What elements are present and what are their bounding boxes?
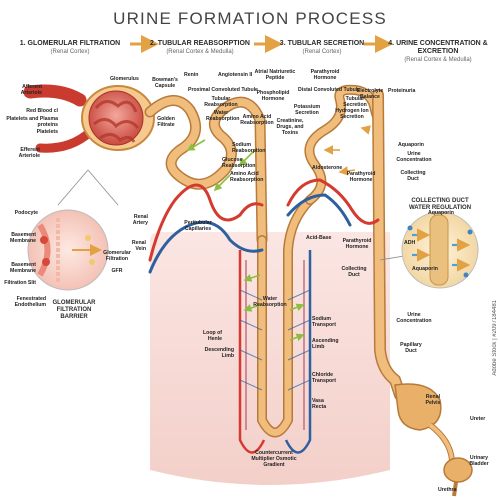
afferent-arteriole [23, 84, 87, 107]
label-adh: ADH [404, 240, 416, 246]
label-platelets: Platelets [36, 129, 58, 135]
label-urine-concentration-top: Urine Concentration [396, 151, 432, 163]
peritubular-capillaries [148, 178, 380, 274]
label-chloride-transport: Chloride Transport [312, 372, 336, 384]
label-glomerulus: Glomerulus [110, 76, 139, 82]
label-glucose-reabsorption: Glucose Reabsorption [222, 157, 256, 169]
label-hydrogen-ion-secretion: Hydrogen Ion Secretion [335, 108, 369, 120]
label-urine-concentration-lower: Urine Concentration [396, 312, 432, 324]
label-bowmans-capsule: Bowman's Capsule [152, 77, 178, 89]
step-1: 1. GLOMERULAR FILTRATION (Renal Cortex) [10, 40, 130, 56]
label-potassium-secretion: Potassium Secretion [293, 104, 321, 116]
label-urinary-bladder: Urinary Bladder [469, 455, 489, 467]
step-4-title: 4. URINE CONCENTRATION & EXCRETION [388, 40, 488, 55]
label-amino-acid-reabsorption-top: Amino Acid Reabsorption [240, 114, 274, 126]
label-sodium-reabsorption: Sodium Reabsorption [232, 142, 266, 154]
label-renal-artery: Renal Artery [132, 214, 148, 226]
renal-medulla [150, 232, 390, 485]
label-peritubular-capillaries: Peritubular Capillaries [184, 220, 212, 232]
label-pth-low: Parathyroid Hormone [342, 238, 372, 250]
label-aquaporin: Aquaporin [398, 142, 424, 148]
label-renal-vein: Renal Vein [131, 240, 146, 252]
label-aquaporin-zoom-top: Aquaporin [428, 210, 454, 216]
label-efferent-arteriole: Efferent Arteriole [18, 147, 40, 159]
label-ascending-limb: Ascending Limb [312, 338, 339, 350]
label-basement-membrane-1: Basement Membrane [10, 232, 36, 244]
label-tubular-reabsorption: Tubular Reabsorption [204, 96, 238, 108]
label-pth-top: Parathyroid Hormone [310, 69, 340, 81]
label-proteinuria: Proteinuria [388, 88, 416, 94]
secretion-arrows [323, 125, 371, 176]
label-loop-of-henle: Loop of Henle [202, 330, 222, 342]
urinary-bladder [443, 457, 473, 483]
label-amino-acid-reabsorption: Amino Acid Reabsorption [230, 171, 264, 183]
label-distal-convoluted-tubule: Distal Convoluted Tubule [298, 87, 361, 93]
label-collecting-duct-lower: Collecting Duct [341, 266, 367, 278]
vasa-recta-crosslinks [239, 289, 311, 391]
label-anp: Atrial Natriuretic Peptide [254, 69, 296, 81]
label-ureter: Ureter [470, 416, 486, 422]
reabsorption-arrows [186, 139, 305, 342]
step-3-subtitle: (Renal Cortex) [302, 49, 342, 55]
label-electrolyte-balance: Electrolyte Balance [356, 88, 384, 100]
page-title: URINE FORMATION PROCESS [113, 9, 387, 28]
step-1-subtitle: (Renal Cortex) [50, 49, 90, 55]
label-proximal-convoluted-tubule: Proximal Convoluted Tubule [188, 87, 258, 93]
label-podocyte: Podocyte [14, 210, 38, 216]
filtration-barrier-zoom [27, 209, 109, 291]
label-glomerular-filtration: Glomerular Filtration [103, 250, 131, 262]
label-gfr: GFR [111, 268, 123, 274]
label-water-reabsorption-loop: Water Reabsorption [253, 296, 287, 308]
stock-watermark: Adobe Stock | #2097184481 [492, 300, 498, 376]
label-renal-pelvis: Renal Pelvis [425, 394, 441, 406]
label-aquaporin-zoom-mid: Aquaporin [412, 266, 438, 272]
label-aldosterone: Aldosterone [312, 165, 343, 171]
label-tubular-secretion: Tubular Secretion [343, 96, 367, 108]
label-collecting-duct-water-regulation: COLLECTING DUCT WATER REGULATION [408, 198, 472, 211]
vasa-recta [238, 250, 312, 454]
label-descending-limb: Descending Limb [204, 347, 234, 359]
label-basement-membrane-2: Basement Membrane [10, 262, 36, 274]
label-angiotensin: Angiotensin II [218, 72, 253, 78]
ureter [428, 422, 455, 461]
label-red-blood-cells: Red Blood cl [26, 108, 58, 114]
label-phospholipid-hormone: Phospholipid Hormone [256, 90, 290, 102]
step-3: 3. TUBULAR SECRETION (Renal Cortex) [262, 40, 382, 56]
label-fenestrated-endothelium: Fenestrated Endothelium [14, 296, 46, 308]
urethra [452, 481, 458, 497]
step-2: 2. TUBULAR REABSORPTION (Renal Cortex & … [140, 40, 260, 56]
step-1-title: 1. GLOMERULAR FILTRATION [19, 40, 121, 47]
label-renin: Renin [184, 72, 199, 78]
step-3-title: 3. TUBULAR SECRETION [279, 40, 365, 47]
label-filtration-slit: Filtration Slit [4, 280, 36, 286]
step-2-subtitle: (Renal Cortex & Medulla) [166, 49, 234, 55]
step-2-title: 2. TUBULAR REABSORPTION [150, 40, 250, 47]
label-creatinine-drugs-toxins: Creatinine, Drugs, and Toxins [276, 118, 304, 136]
label-sodium-transport: Sodium Transport [312, 316, 336, 328]
label-papillary-duct: Papillary Duct [400, 342, 422, 354]
renal-pelvis [394, 383, 442, 431]
label-afferent-arteriole: Afferent Arteriole [20, 84, 42, 96]
label-urethra: Urethra [438, 487, 457, 493]
label-golden-filtrate: Golden Filtrate [157, 116, 175, 128]
label-pth-mid: Parathyroid Hormone [346, 171, 376, 183]
label-countercurrent-multiplier: Countercurrent Multiplier Osmotic Gradie… [251, 450, 297, 468]
label-platelets-plasma: Platelets and Plasma proteins [6, 116, 58, 128]
label-water-reabsorption: Water Reabsorption [206, 110, 240, 122]
label-filtration-barrier-title: GLOMERULAR FILTRATION BARRIER [52, 300, 96, 320]
step-4: 4. URINE CONCENTRATION & EXCRETION (Rena… [378, 40, 498, 64]
label-collecting-duct: Collecting Duct [400, 170, 426, 182]
step-4-subtitle: (Renal Cortex & Medulla) [404, 57, 472, 63]
label-vasa-recta: Vasa Recta [312, 398, 327, 410]
label-acid-base: Acid-Base [306, 235, 332, 241]
